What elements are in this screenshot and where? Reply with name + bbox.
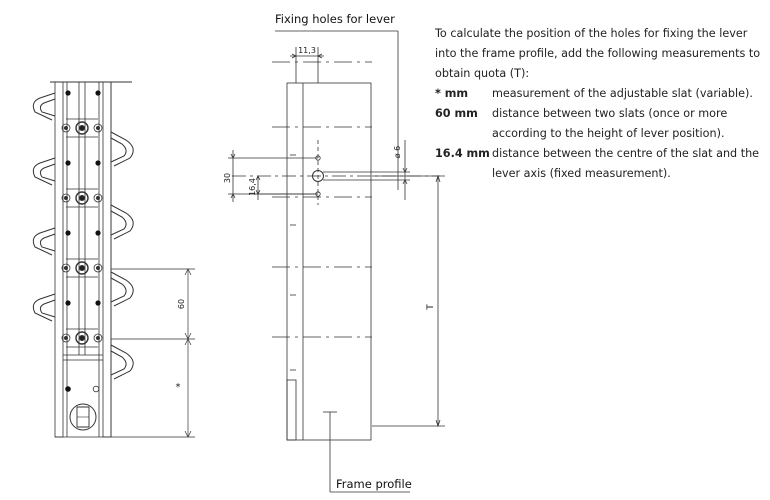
dim-16-4-label: 16,4 <box>248 178 257 196</box>
item-key: 60 mm <box>435 107 478 120</box>
caption-frame-profile: Frame profile <box>336 477 412 491</box>
frame-rail-left <box>54 81 64 438</box>
dim-11-3-label: 11,3 <box>298 46 316 55</box>
frame-rail-right <box>102 81 112 438</box>
caption-fixing-holes: Fixing holes for lever <box>275 12 395 26</box>
item-desc: distance between the centre of the slat … <box>492 147 760 180</box>
left-blades <box>32 92 56 322</box>
explanation-item: * mm measurement of the adjustable slat … <box>435 84 765 104</box>
item-key: 16.4 mm <box>435 147 490 160</box>
slat-assembly <box>32 81 195 438</box>
rivet-dots <box>65 90 101 392</box>
dim-star-label: * <box>176 382 181 393</box>
item-desc: distance between two slats (once or more… <box>492 107 728 140</box>
frame-profile-outline <box>286 82 372 441</box>
dim-diameter-6-label: ø 6 <box>393 146 402 159</box>
right-blades <box>110 131 134 380</box>
explanation-item: 60 mm distance between two slats (once o… <box>435 104 765 144</box>
explanation-text: To calculate the position of the holes f… <box>435 24 765 184</box>
dim-60-label: 60 <box>177 299 186 309</box>
dim-T-label: T <box>426 304 436 311</box>
slat-holders <box>61 118 103 348</box>
adjustment-knob <box>69 403 97 431</box>
frame-profile-drawing <box>228 30 445 493</box>
dim-30-label: 30 <box>223 173 232 183</box>
dimension-60-star <box>111 268 195 438</box>
item-desc: measurement of the adjustable slat (vari… <box>492 87 753 100</box>
item-key: * mm <box>435 87 469 100</box>
explanation-intro: To calculate the position of the holes f… <box>435 27 761 80</box>
explanation-item: 16.4 mm distance between the centre of t… <box>435 144 765 184</box>
